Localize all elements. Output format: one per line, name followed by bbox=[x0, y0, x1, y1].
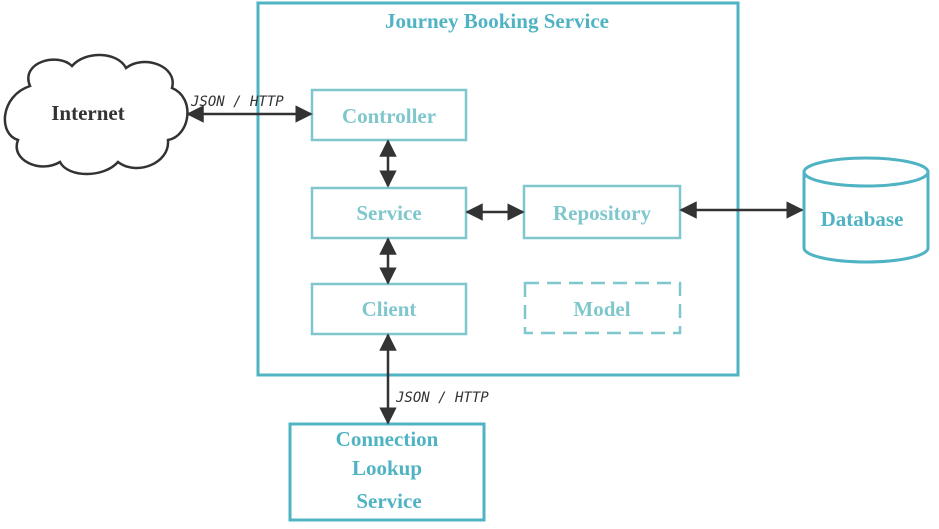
service-label: Service bbox=[356, 201, 421, 225]
repository-component: Repository bbox=[522, 184, 682, 240]
cloud-icon bbox=[3, 53, 189, 176]
service-title: Journey Booking Service bbox=[385, 9, 609, 33]
database-cylinder: Database bbox=[802, 156, 930, 264]
controller-label: Controller bbox=[342, 104, 436, 128]
connection-lookup-line3: Service bbox=[356, 489, 421, 513]
database-icon bbox=[802, 172, 930, 264]
connection-lookup-service: Connection Lookup Service bbox=[288, 422, 486, 522]
database-label: Database bbox=[821, 207, 904, 231]
internet-cloud: Internet bbox=[3, 53, 189, 176]
model-component: Model bbox=[523, 281, 682, 335]
lookup-protocol-label: JSON / HTTP bbox=[395, 390, 489, 406]
journey-booking-service-boundary bbox=[256, 1, 740, 377]
internet-protocol-label: JSON / HTTP bbox=[190, 94, 284, 110]
client-label: Client bbox=[362, 297, 417, 321]
repository-label: Repository bbox=[553, 201, 651, 225]
model-label: Model bbox=[573, 297, 630, 321]
service-component: Service bbox=[310, 186, 468, 240]
internet-label: Internet bbox=[51, 101, 124, 125]
client-component: Client bbox=[310, 282, 468, 336]
connection-lookup-line1: Connection bbox=[336, 427, 439, 451]
controller-component: Controller bbox=[310, 88, 468, 142]
connection-lookup-line2: Lookup bbox=[352, 456, 422, 480]
